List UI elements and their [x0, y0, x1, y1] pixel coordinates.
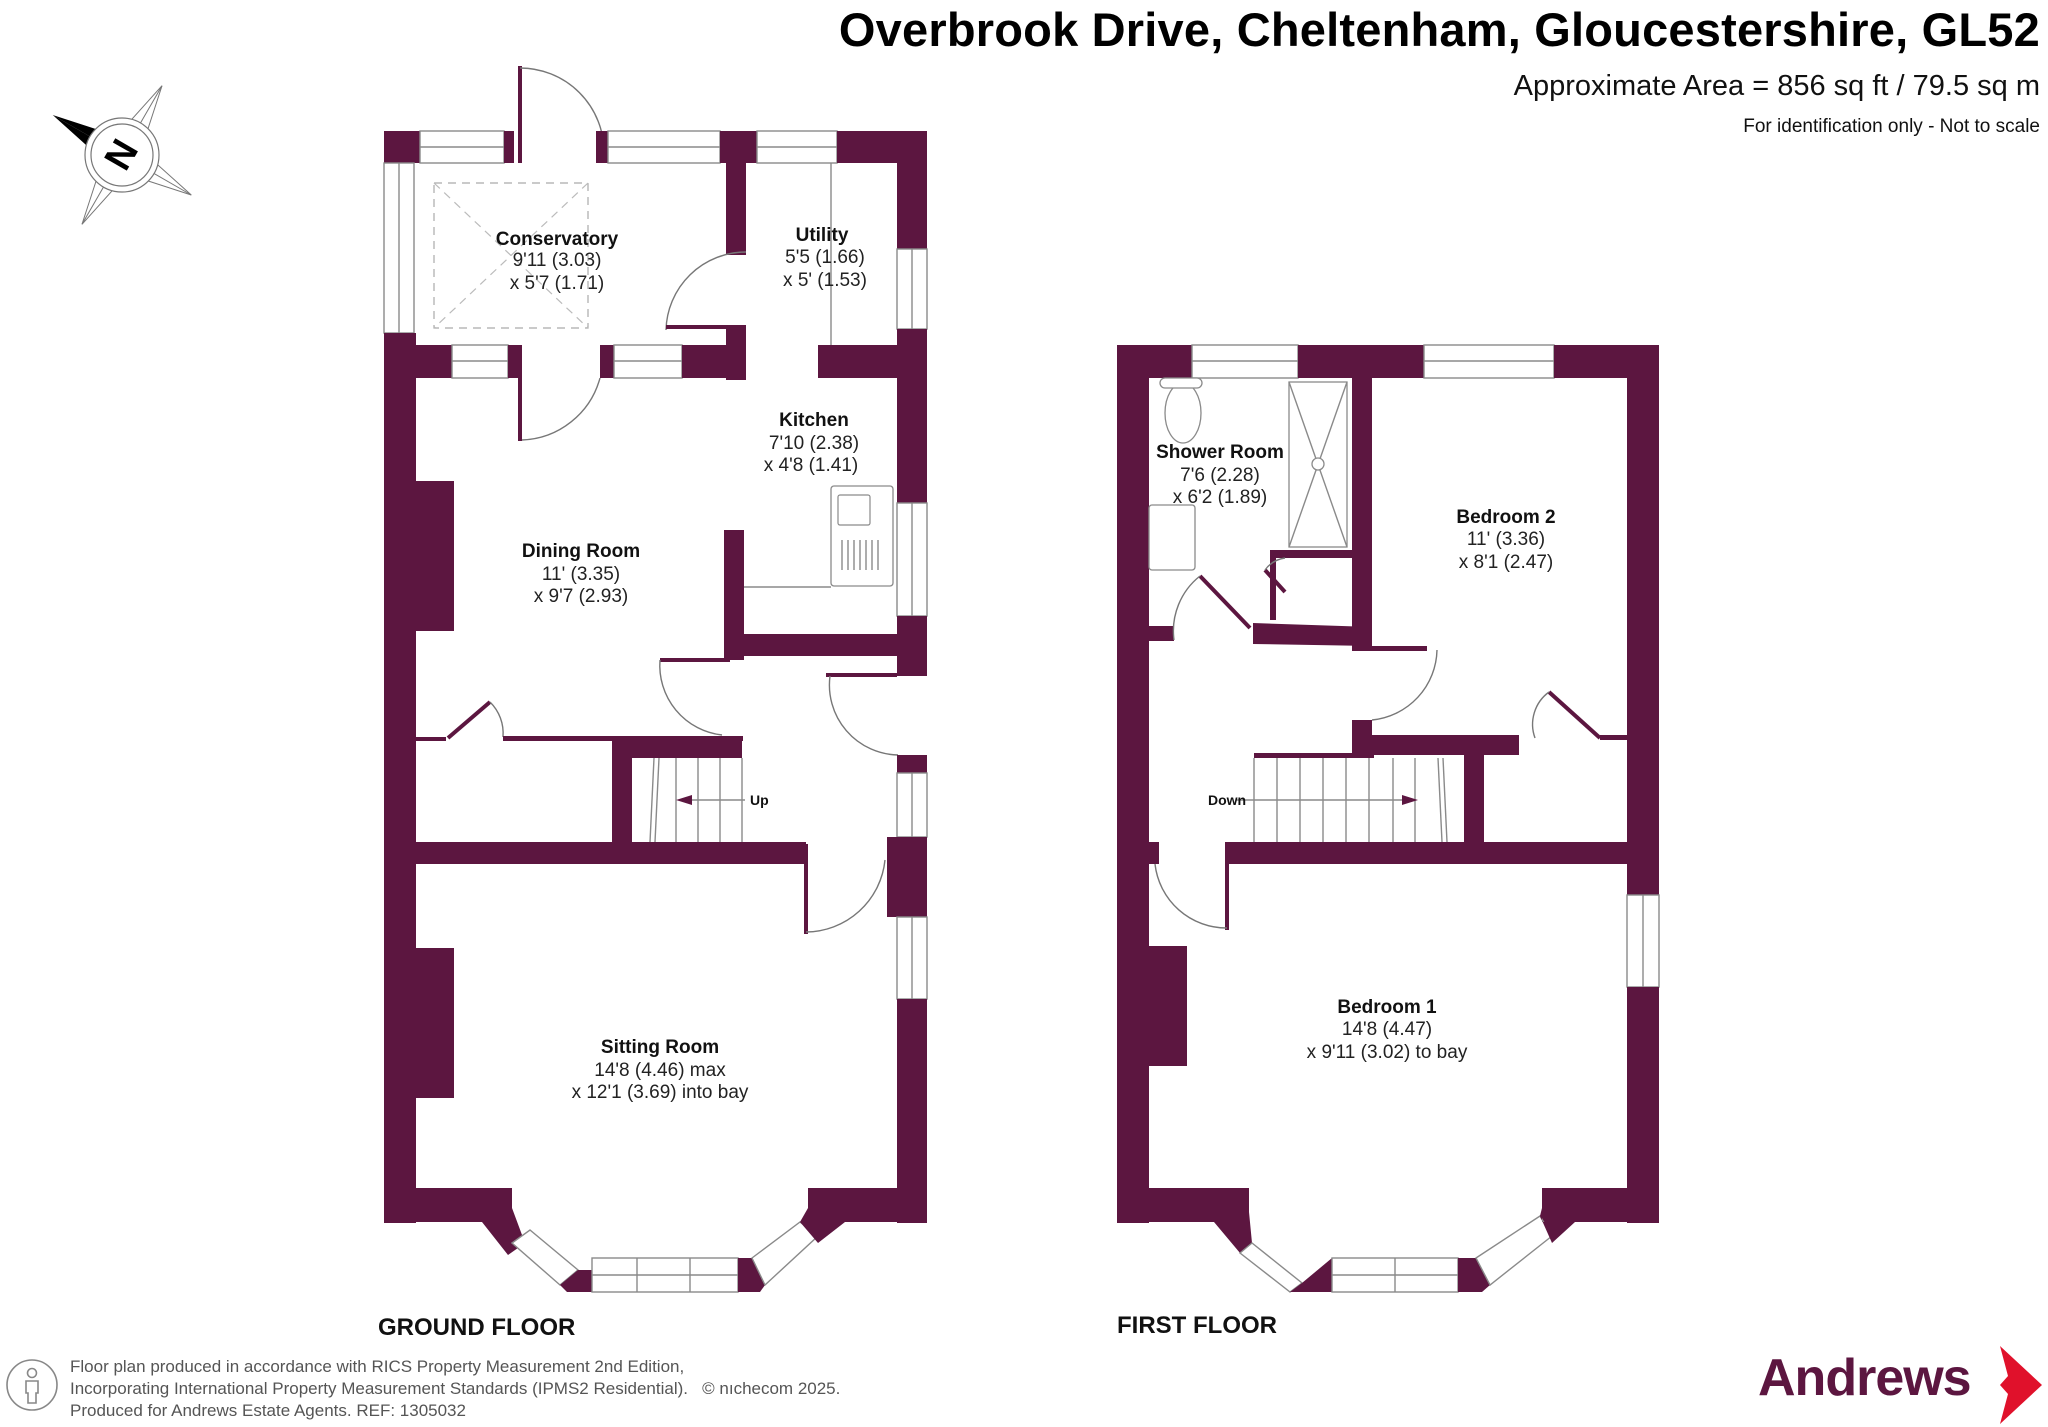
footer-line-2: Incorporating International Property Mea…: [70, 1379, 841, 1398]
andrews-chevron-icon: [2000, 1346, 2042, 1424]
svg-text:7'6 (2.28): 7'6 (2.28): [1180, 465, 1260, 486]
chimney-breast: [416, 481, 454, 631]
approximate-area: Approximate Area = 856 sq ft / 79.5 sq m: [1513, 70, 2040, 102]
room-sitting-room: Sitting Room 14'8 (4.46) max x 12'1 (3.6…: [572, 1037, 749, 1103]
first-floor-plan: Down FIRST FLOOR: [1117, 344, 1660, 1339]
north-compass-icon: N: [52, 85, 192, 225]
svg-text:Conservatory: Conservatory: [496, 229, 619, 250]
person-info-icon: [6, 1359, 58, 1411]
stairs-down-label: Down: [1208, 792, 1246, 808]
room-conservatory: Conservatory 9'11 (3.03) x 5'7 (1.71): [496, 229, 619, 294]
svg-text:11' (3.36): 11' (3.36): [1467, 529, 1545, 550]
room-bedroom-1: Bedroom 1 14'8 (4.47) x 9'11 (3.02) to b…: [1307, 997, 1468, 1063]
andrews-logo: Andrews: [1758, 1349, 1972, 1407]
stairs-arrow-icon: [676, 795, 692, 805]
svg-text:Shower Room: Shower Room: [1156, 442, 1284, 463]
svg-text:x 12'1 (3.69) into bay: x 12'1 (3.69) into bay: [572, 1082, 749, 1103]
room-shower-room: Shower Room 7'6 (2.28) x 6'2 (1.89): [1156, 442, 1284, 508]
stairs-arrow-icon: [1402, 795, 1418, 805]
svg-text:x 6'2 (1.89): x 6'2 (1.89): [1173, 487, 1267, 508]
room-utility: Utility 5'5 (1.66) x 5' (1.53): [783, 225, 867, 291]
first-floor-label: FIRST FLOOR: [1117, 1312, 1277, 1339]
svg-text:14'8 (4.47): 14'8 (4.47): [1342, 1019, 1432, 1040]
ground-floor-plan: Up GROUND FLOOR: [378, 66, 928, 1341]
svg-text:7'10 (2.38): 7'10 (2.38): [769, 433, 859, 454]
svg-text:11' (3.35): 11' (3.35): [542, 564, 620, 585]
toilet-icon: [1164, 382, 1202, 444]
footer-disclaimer: Floor plan produced in accordance with R…: [70, 1356, 840, 1422]
svg-text:Bedroom 2: Bedroom 2: [1456, 507, 1555, 528]
svg-text:x 5' (1.53): x 5' (1.53): [783, 270, 867, 291]
svg-text:x 5'7 (1.71): x 5'7 (1.71): [510, 273, 604, 294]
svg-text:5'5 (1.66): 5'5 (1.66): [785, 247, 865, 268]
svg-text:Bedroom 1: Bedroom 1: [1337, 997, 1437, 1018]
svg-text:x 4'8 (1.41): x 4'8 (1.41): [764, 455, 858, 476]
svg-text:x 9'11 (3.02) to bay: x 9'11 (3.02) to bay: [1307, 1042, 1468, 1063]
svg-text:14'8 (4.46) max: 14'8 (4.46) max: [594, 1060, 726, 1081]
room-kitchen: Kitchen 7'10 (2.38) x 4'8 (1.41): [764, 410, 859, 476]
svg-text:x 8'1 (2.47): x 8'1 (2.47): [1459, 552, 1553, 573]
stairs-up-label: Up: [750, 792, 769, 808]
property-title: Overbrook Drive, Cheltenham, Gloucesters…: [838, 3, 2040, 56]
basin-icon: [1148, 504, 1196, 571]
svg-text:Utility: Utility: [796, 225, 849, 246]
footer-line-3: Produced for Andrews Estate Agents. REF:…: [70, 1401, 466, 1420]
room-bedroom-2: Bedroom 2 11' (3.36) x 8'1 (2.47): [1456, 507, 1555, 573]
svg-text:x 9'7 (2.93): x 9'7 (2.93): [534, 586, 628, 607]
footer-line-1: Floor plan produced in accordance with R…: [70, 1357, 685, 1376]
svg-text:Dining Room: Dining Room: [522, 541, 640, 562]
svg-text:9'11 (3.03): 9'11 (3.03): [513, 250, 602, 271]
scale-disclaimer: For identification only - Not to scale: [1743, 116, 2040, 137]
room-dining-room: Dining Room 11' (3.35) x 9'7 (2.93): [522, 541, 640, 607]
kitchen-sink-icon: [830, 485, 894, 587]
ground-floor-label: GROUND FLOOR: [378, 1314, 575, 1341]
svg-text:Sitting Room: Sitting Room: [601, 1037, 719, 1058]
svg-text:Kitchen: Kitchen: [779, 410, 849, 431]
